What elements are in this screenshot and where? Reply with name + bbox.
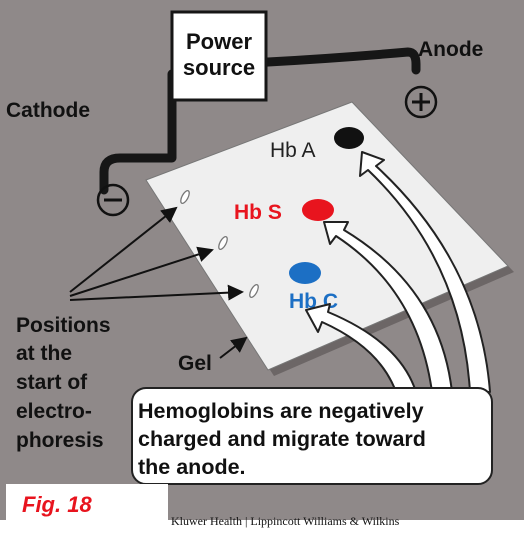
hb-c-band (289, 262, 321, 284)
well-3 (249, 284, 259, 298)
hb-a-label: Hb A (270, 139, 316, 162)
power-source-line2: source (183, 55, 255, 80)
anode-label: Anode (418, 38, 483, 61)
callout-line2: charged and migrate toward (138, 427, 426, 451)
migration-arrow-to-hb-a (359, 151, 491, 393)
migration-arrow-to-hb-c (305, 303, 417, 393)
hb-s-label: Hb S (234, 201, 282, 224)
power-source-box (170, 10, 268, 102)
hb-a-band (334, 127, 364, 149)
gel-label: Gel (178, 352, 212, 375)
positions-label-line2: at the (16, 342, 72, 365)
gel-pointer-arrow (219, 336, 248, 359)
credit-line: Kluwer Health | Lippincott Williams & Wi… (171, 514, 400, 528)
hb-s-band (302, 199, 334, 221)
well-1 (180, 190, 190, 204)
callout-box (131, 387, 493, 485)
anode-plus-icon (404, 85, 438, 119)
circuit-wire (99, 47, 421, 195)
positions-label-line1: Positions (16, 314, 111, 337)
cathode-label: Cathode (6, 99, 90, 122)
positions-label-line5: phoresis (16, 429, 104, 452)
positions-label-line3: start of (16, 371, 88, 394)
figure-label-box (6, 484, 168, 520)
cathode-minus-icon (96, 183, 130, 217)
pointer-arrow-well-3 (69, 284, 244, 301)
positions-label-line4: electro- (16, 400, 92, 423)
callout-line3: the anode. (138, 455, 246, 479)
migration-arrow-to-hb-s (323, 221, 453, 393)
well-2 (218, 236, 228, 250)
power-source-line1: Power (186, 29, 252, 54)
pointer-arrow-well-1 (69, 206, 178, 293)
figure-label: Fig. 18 (22, 492, 92, 517)
pointer-arrow-well-2 (69, 246, 214, 297)
callout-line1: Hemoglobins are negatively (138, 399, 424, 423)
